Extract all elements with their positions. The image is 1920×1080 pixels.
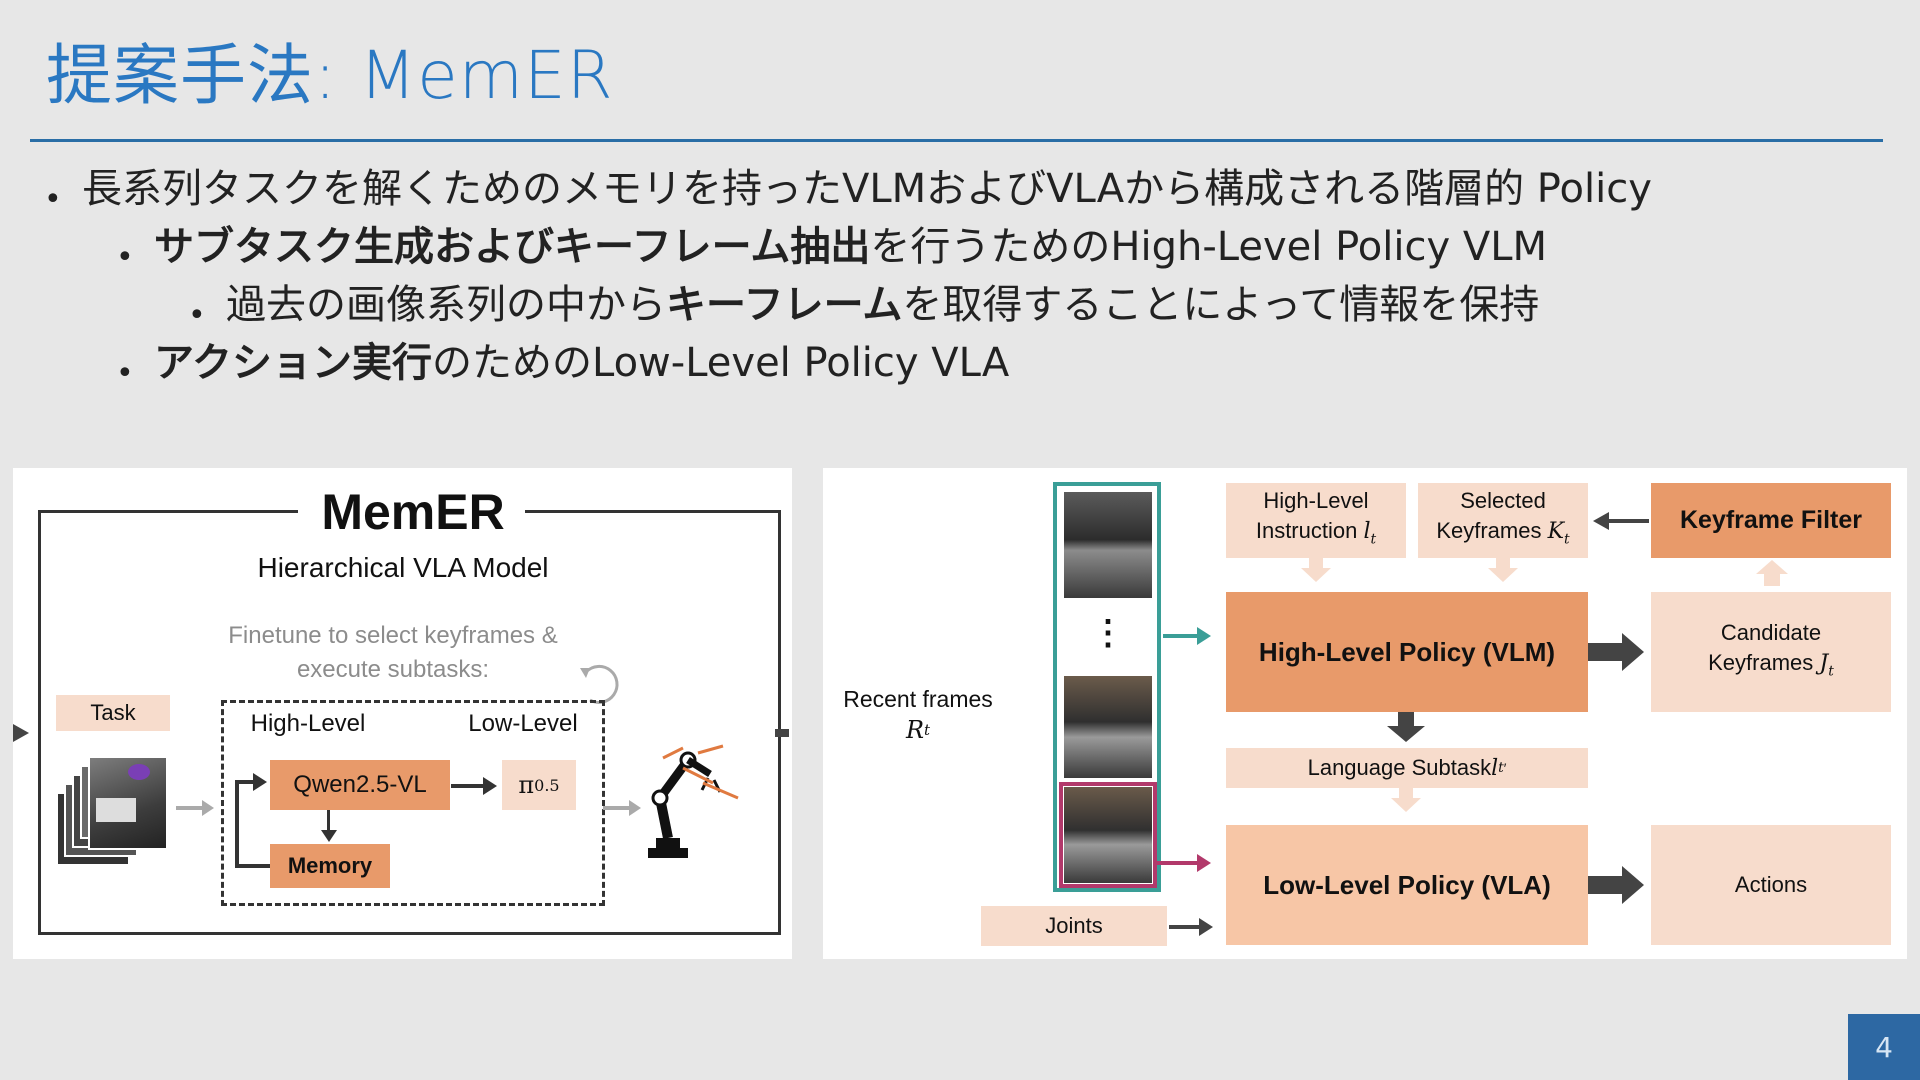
frame-top-right	[525, 510, 778, 513]
memory-box: Memory	[270, 844, 390, 888]
candidate-keyframes-box: Candidate Keyframes Jt	[1651, 592, 1891, 712]
bullet-1-text: 長系列タスクを解くためのメモリを持ったVLMおよびVLAから構成される階層的 P…	[82, 166, 1652, 212]
frame-image-2	[1064, 676, 1152, 778]
bullet-2: サブタスク生成およびキーフレーム抽出を行うためのHigh-Level Polic…	[154, 218, 1547, 276]
caption-line-1: Finetune to select keyframes &	[228, 622, 558, 649]
policy-dashed-box	[221, 700, 605, 906]
bullet-dot: •	[44, 182, 62, 217]
low-level-policy-box: Low-Level Policy (VLA)	[1226, 825, 1588, 945]
hl-instruction-box: High-Level Instruction lt	[1226, 483, 1406, 558]
qwen-box: Qwen2.5-VL	[270, 760, 450, 810]
left-edge-arrow	[13, 724, 29, 742]
right-edge-marker	[775, 729, 789, 737]
bullet-3-bold: キーフレーム	[666, 282, 903, 328]
task-image-stack	[56, 756, 168, 866]
bullet-dot: •	[116, 240, 134, 275]
high-level-label: High-Level	[250, 710, 366, 737]
title-divider	[30, 139, 1883, 142]
bullet-3-text-b: を取得することによって情報を保持	[902, 282, 1540, 328]
keyframe-filter-box: Keyframe Filter	[1651, 483, 1891, 558]
pi-subscript: 0.5	[534, 775, 560, 795]
slide-title: 提案手法: MemER	[46, 37, 614, 114]
recent-frames-label: Recent frames	[843, 685, 993, 712]
frames-ellipsis: ⋮	[1091, 614, 1125, 652]
current-frame-highlight	[1059, 782, 1157, 888]
actions-box: Actions	[1651, 825, 1891, 945]
pi-symbol: π	[518, 771, 535, 799]
joints-box: Joints	[981, 906, 1167, 946]
bullet-1: 長系列タスクを解くためのメモリを持ったVLMおよびVLAから構成される階層的 P…	[82, 160, 1652, 218]
memer-brand: MemER	[321, 484, 505, 540]
bullet-4: アクション実行のためのLow-Level Policy VLA	[154, 334, 1009, 392]
bullet-4-text: のためのLow-Level Policy VLA	[432, 340, 1010, 386]
bullet-dot: •	[188, 298, 206, 333]
task-label: Task	[56, 695, 170, 731]
bullet-3: 過去の画像系列の中からキーフレームを取得することによって情報を保持	[226, 276, 1539, 334]
input-arrow	[176, 806, 204, 810]
bullet-2-text: を行うためのHigh-Level Policy VLM	[870, 224, 1548, 270]
frame-top-left	[38, 510, 298, 513]
high-level-policy-box: High-Level Policy (VLM)	[1226, 592, 1588, 712]
bullet-3-text-a: 過去の画像系列の中から	[226, 282, 666, 328]
frame-image-1	[1064, 492, 1152, 598]
recent-frames-column	[1053, 482, 1161, 892]
memer-subtitle: Hierarchical VLA Model	[257, 552, 549, 583]
memer-frame	[38, 510, 781, 935]
bullet-dot: •	[116, 356, 134, 391]
robot-arm-icon	[648, 744, 739, 858]
bullet-2-bold: サブタスク生成およびキーフレーム抽出	[154, 224, 871, 270]
selected-keyframes-box: Selected Keyframes Kt	[1418, 483, 1588, 558]
bullet-4-bold: アクション実行	[154, 340, 432, 386]
frame-image-3	[1064, 787, 1152, 883]
caption-line-2: execute subtasks:	[296, 656, 490, 683]
low-level-label: Low-Level	[468, 710, 578, 737]
memer-overview-figure: MemER Hierarchical VLA Model Finetune to…	[13, 468, 792, 959]
page-number: 4	[1848, 1014, 1920, 1080]
